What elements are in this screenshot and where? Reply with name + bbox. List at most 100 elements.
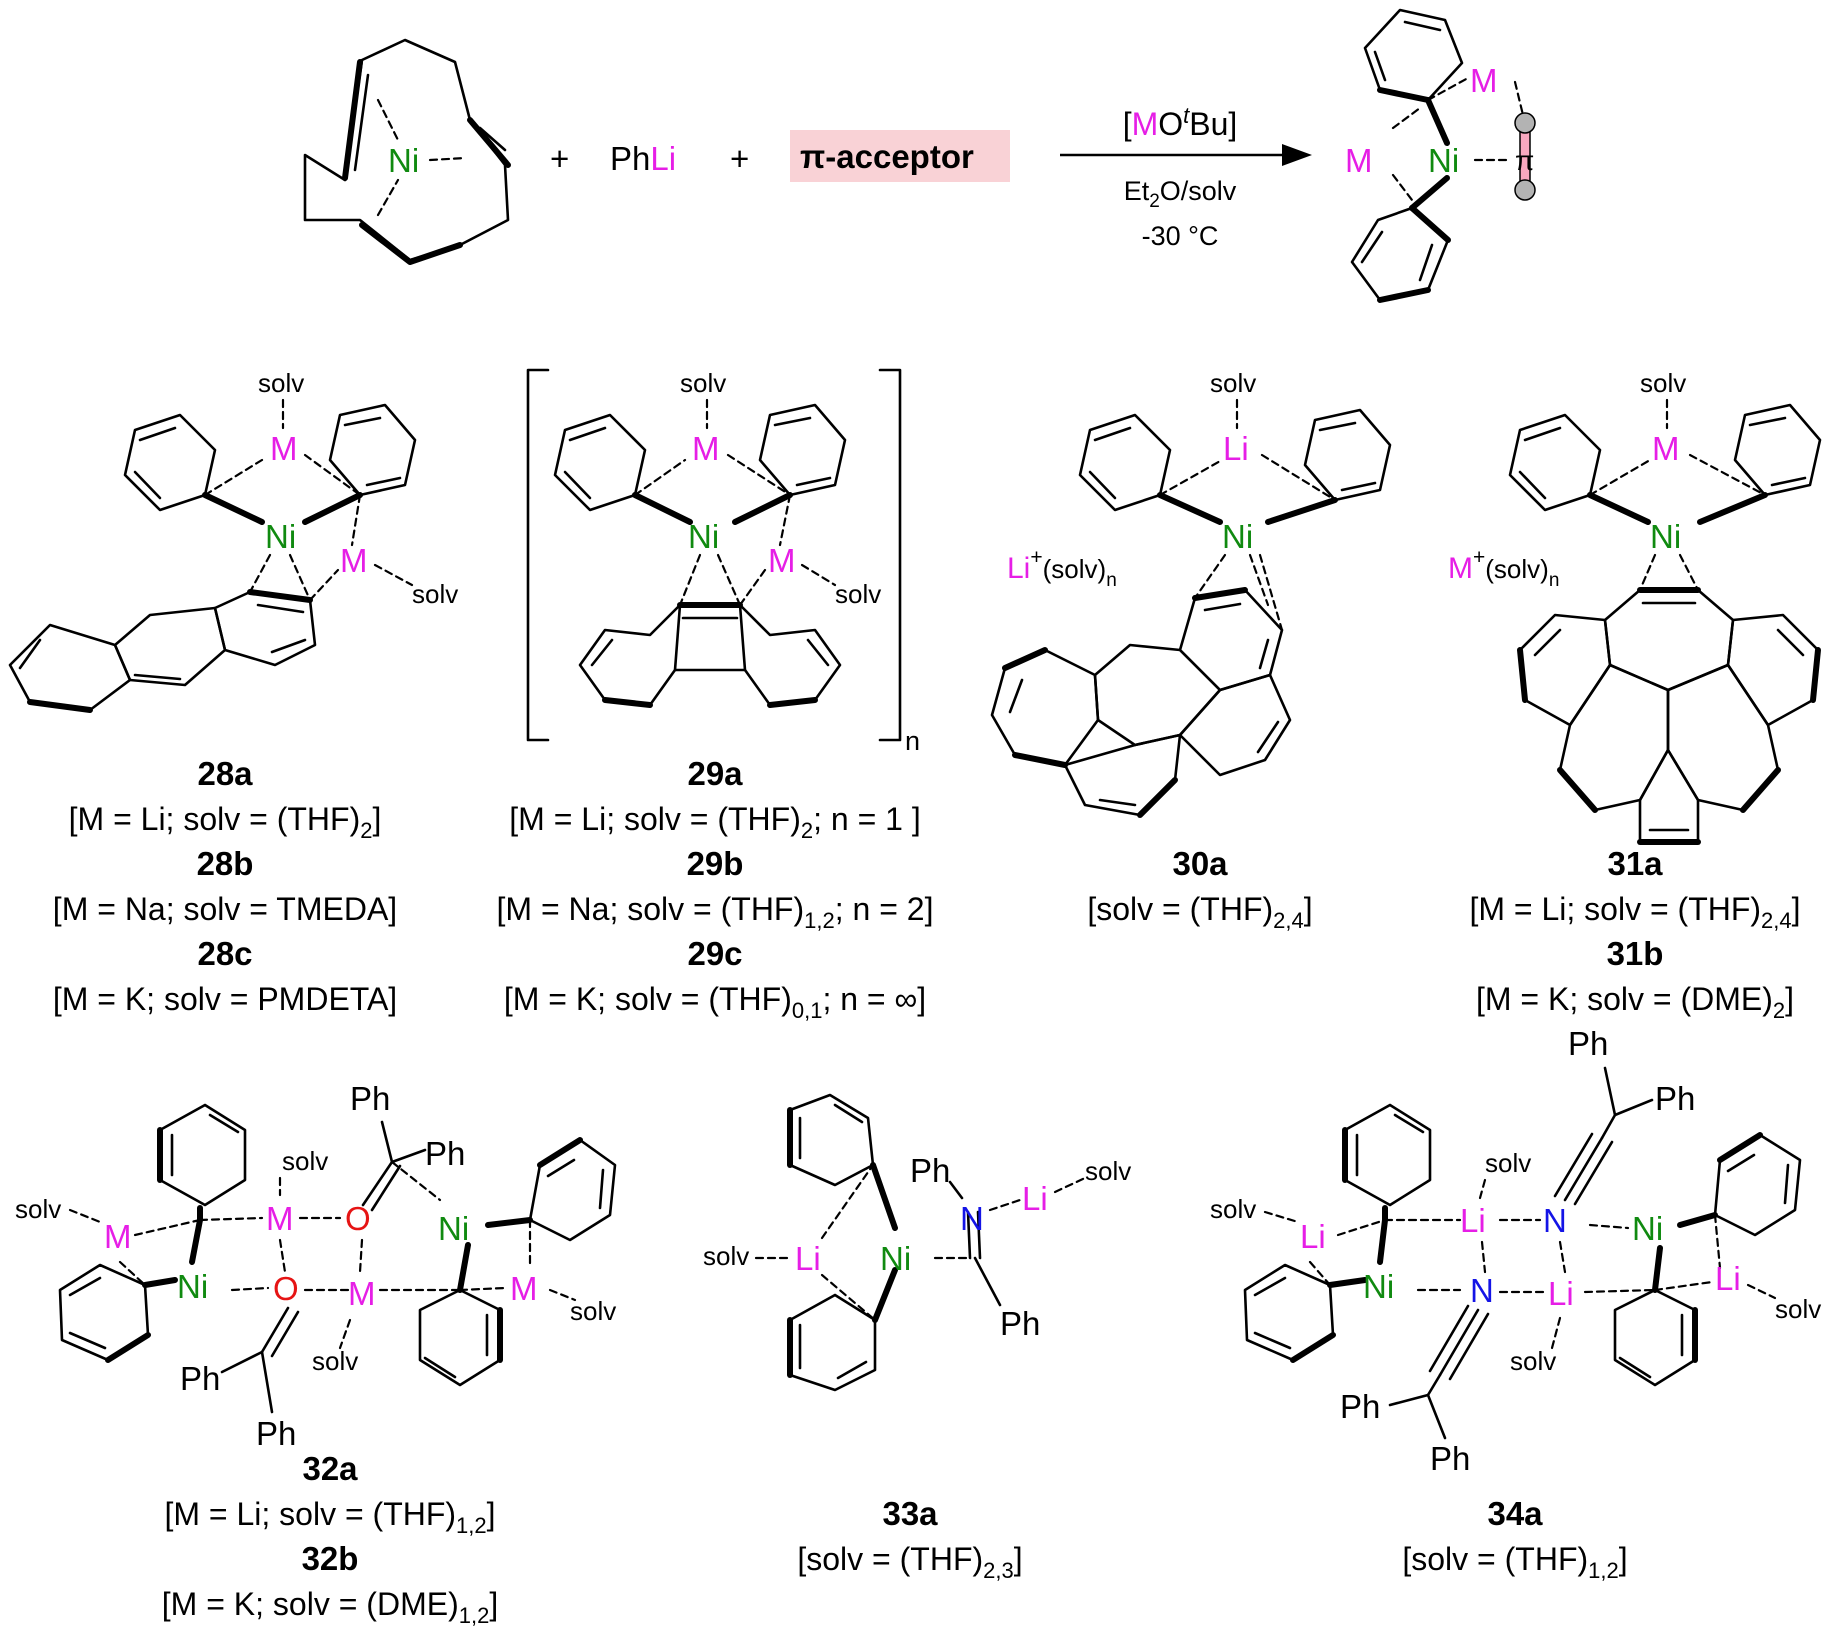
svg-text:solv: solv [1085, 1156, 1131, 1186]
svg-text:31b: 31b [1607, 935, 1664, 972]
label-31: 31a [M = Li; solv = (THF)2,4] 31b [M = K… [1469, 845, 1800, 1023]
svg-text:Li: Li [795, 1240, 821, 1277]
svg-text:solv: solv [1640, 368, 1686, 398]
svg-text:Ni: Ni [438, 1210, 469, 1247]
svg-text:[M = Li; solv = (THF)2,4]: [M = Li; solv = (THF)2,4] [1469, 891, 1800, 933]
structure-32: solv M Ni solv M O O M solv Ph Ph Ph Ph [15, 1080, 617, 1452]
svg-text:Ph: Ph [1340, 1388, 1380, 1425]
svg-text:Ni: Ni [1650, 518, 1681, 555]
svg-text:Ph: Ph [1430, 1440, 1470, 1477]
svg-text:Ni: Ni [1363, 1268, 1394, 1305]
reaction-arrow [1060, 144, 1312, 166]
structure-29: n solv M Ni M solv [526, 368, 920, 756]
svg-text:N: N [960, 1200, 984, 1237]
svg-text:29b: 29b [687, 845, 744, 882]
svg-text:Ph: Ph [1568, 1025, 1608, 1062]
structure-34: solv Li Ni solv Li N N Li solv Ph Ph Ph [1210, 1025, 1821, 1477]
svg-text:34a: 34a [1487, 1495, 1543, 1532]
pi-acceptor-label: π-acceptor [800, 138, 974, 175]
svg-text:Li: Li [1022, 1180, 1048, 1217]
svg-text:M: M [510, 1270, 538, 1307]
svg-text:Li: Li [1300, 1218, 1326, 1255]
svg-text:[solv = (THF)2,4]: [solv = (THF)2,4] [1087, 891, 1312, 933]
svg-text:M+(solv)n: M+(solv)n [1448, 546, 1559, 591]
svg-text:PhLi: PhLi [610, 140, 676, 177]
svg-text:Ni: Ni [265, 518, 296, 555]
svg-text:[M = Na; solv = TMEDA]: [M = Na; solv = TMEDA] [53, 891, 397, 927]
svg-text:Ph: Ph [350, 1080, 390, 1117]
svg-text:Ph: Ph [180, 1360, 220, 1397]
svg-text:solv: solv [1210, 368, 1256, 398]
svg-text:[M = Na; solv = (THF)1,2; n =: [M = Na; solv = (THF)1,2; n = 2] [497, 891, 934, 933]
svg-text:28a: 28a [197, 755, 253, 792]
label-28: 28a [M = Li; solv = (THF)2] 28b [M = Na;… [53, 755, 397, 1017]
ni-atom: Ni [388, 142, 419, 179]
svg-text:32a: 32a [302, 1450, 358, 1487]
condition-solvent: Et2O/solv [1124, 176, 1237, 212]
svg-text:N: N [1543, 1202, 1567, 1239]
svg-text:M: M [266, 1200, 294, 1237]
svg-text:solv: solv [1210, 1194, 1256, 1224]
generic-m-top: M [1470, 62, 1498, 99]
svg-text:M: M [692, 430, 720, 467]
svg-text:33a: 33a [882, 1495, 938, 1532]
svg-text:solv: solv [703, 1241, 749, 1271]
svg-text:Ph: Ph [910, 1152, 950, 1189]
svg-text:[M = K; solv = PMDETA]: [M = K; solv = PMDETA] [53, 981, 397, 1017]
svg-text:[M = K; solv = (DME)2]: [M = K; solv = (DME)2] [1476, 981, 1794, 1023]
svg-text:Li: Li [1715, 1260, 1741, 1297]
svg-text:solv: solv [680, 368, 726, 398]
label-30: 30a [solv = (THF)2,4] [1087, 845, 1312, 933]
structure-28: solv M Ni M solv [8, 368, 458, 713]
generic-m-left: M [1345, 142, 1373, 179]
svg-text:Li: Li [1223, 430, 1249, 467]
label-29: 29a [M = Li; solv = (THF)2; n = 1 ] 29b … [497, 755, 934, 1023]
structure-30: solv Li Ni Li+(solv)n [990, 368, 1392, 818]
svg-text:M: M [1652, 430, 1680, 467]
svg-text:solv: solv [15, 1194, 61, 1224]
svg-text:M: M [768, 542, 796, 579]
svg-text:Ni: Ni [880, 1240, 911, 1277]
svg-text:Ni: Ni [688, 518, 719, 555]
condition-base: [MOtBu] [1123, 103, 1238, 142]
svg-text:solv: solv [312, 1346, 358, 1376]
svg-text:Ni: Ni [177, 1268, 208, 1305]
svg-text:[M = K; solv = (THF)0,1; n = ∞: [M = K; solv = (THF)0,1; n = ∞] [504, 981, 926, 1023]
svg-text:Li: Li [1548, 1275, 1574, 1312]
svg-text:[M = K; solv = (DME)1,2]: [M = K; solv = (DME)1,2] [162, 1586, 498, 1628]
svg-text:Li: Li [1460, 1202, 1486, 1239]
svg-text:[M = Li; solv = (THF)1,2]: [M = Li; solv = (THF)1,2] [164, 1496, 495, 1538]
svg-text:solv: solv [1510, 1346, 1556, 1376]
svg-text:solv: solv [258, 368, 304, 398]
svg-text:[M = Li; solv = (THF)2; n = 1: [M = Li; solv = (THF)2; n = 1 ] [509, 801, 920, 843]
svg-text:31a: 31a [1607, 845, 1663, 882]
condition-temperature: -30 °C [1142, 221, 1219, 251]
svg-text:28b: 28b [197, 845, 254, 882]
svg-text:29a: 29a [687, 755, 743, 792]
phli-reagent: PhLi [610, 140, 676, 177]
svg-text:Ph: Ph [425, 1135, 465, 1172]
svg-text:Ni: Ni [1222, 518, 1253, 555]
svg-text:N: N [1470, 1272, 1494, 1309]
structure-31: solv M Ni M+(solv)n [1448, 368, 1822, 845]
svg-text:[solv = (THF)1,2]: [solv = (THF)1,2] [1402, 1541, 1627, 1583]
svg-text:M: M [104, 1218, 132, 1255]
svg-text:solv: solv [835, 579, 881, 609]
svg-text:M: M [340, 542, 368, 579]
ni-cdt-complex: Ni [303, 38, 511, 265]
svg-text:M: M [270, 430, 298, 467]
svg-text:Ph: Ph [256, 1415, 296, 1452]
plus-2: + [730, 140, 749, 177]
svg-text:solv: solv [570, 1296, 616, 1326]
label-34: 34a [solv = (THF)1,2] [1402, 1495, 1627, 1583]
label-32: 32a [M = Li; solv = (THF)1,2] 32b [M = K… [162, 1450, 498, 1628]
svg-text:M: M [348, 1275, 376, 1312]
svg-text:O: O [345, 1200, 371, 1237]
svg-text:28c: 28c [197, 935, 252, 972]
svg-text:Ph: Ph [1000, 1305, 1040, 1342]
svg-text:O: O [273, 1270, 299, 1307]
svg-text:solv: solv [1775, 1294, 1821, 1324]
structure-33: Ni solv Li N Ph Li solv Ph [703, 1093, 1131, 1392]
svg-text:[M = Li; solv = (THF)2]: [M = Li; solv = (THF)2] [69, 801, 382, 843]
